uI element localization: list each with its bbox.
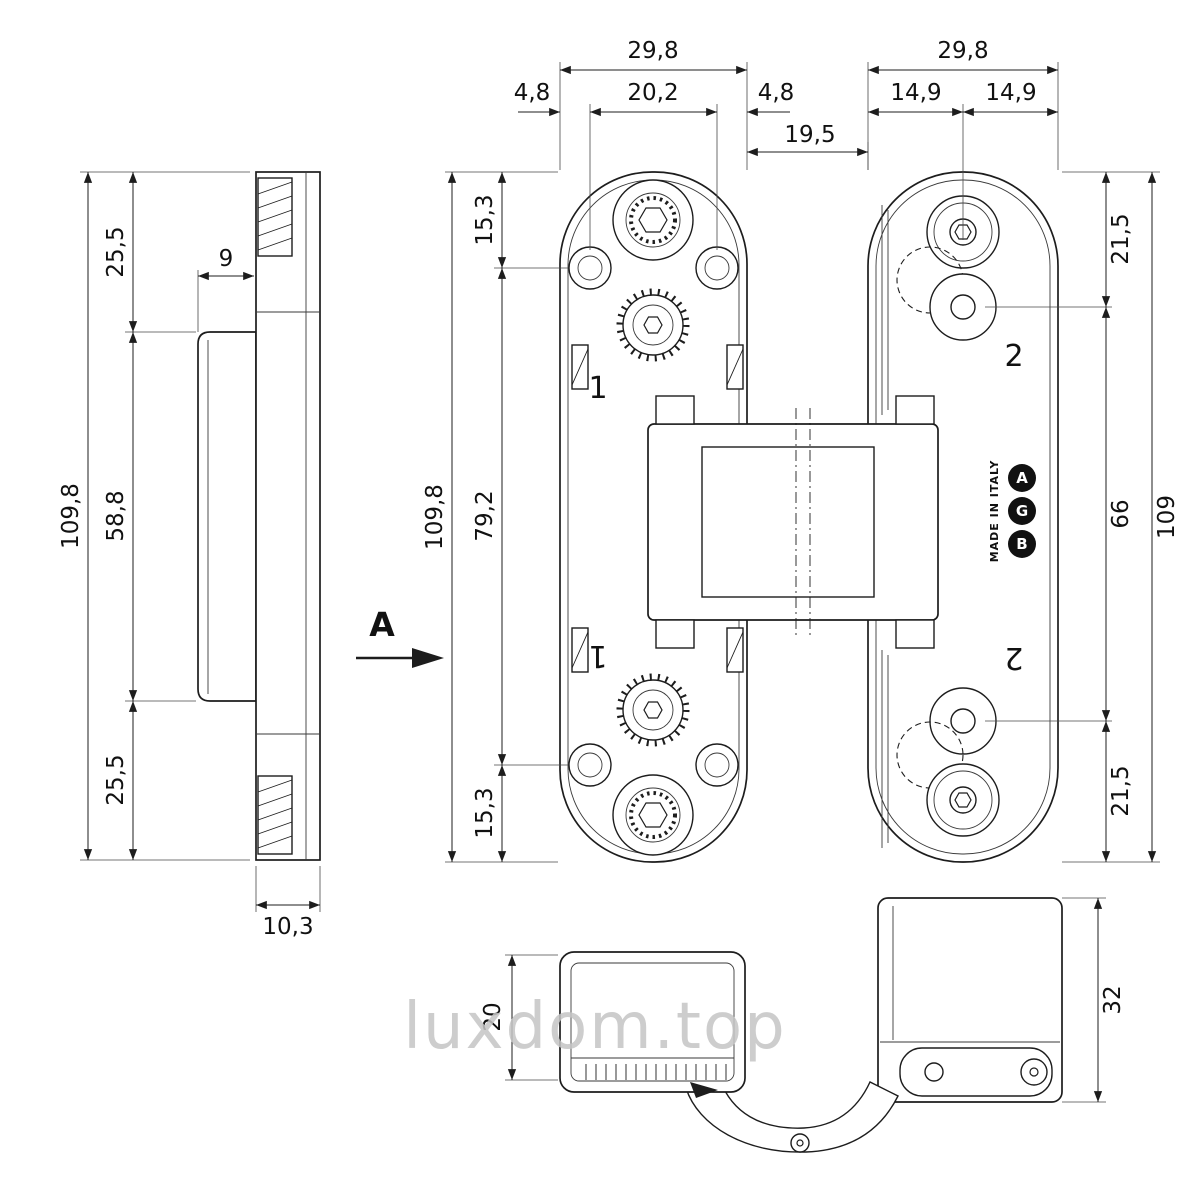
dim-door-half-right: 14,9 xyxy=(985,80,1036,106)
logo-circle-b xyxy=(1008,530,1036,558)
dim-bottom-cup-depth: 20 xyxy=(480,1002,506,1031)
pivot-link xyxy=(647,395,939,649)
dim-front-screw-height: 79,2 xyxy=(472,490,498,541)
dim-side-plate-width: 10,3 xyxy=(262,914,313,940)
dim-door-top: 21,5 xyxy=(1108,213,1134,264)
dim-front-offset-left: 4,8 xyxy=(514,80,551,106)
adjust-screw-top xyxy=(612,179,694,261)
bottom-frame-cup xyxy=(559,951,746,1093)
side-view xyxy=(197,171,321,861)
dim-bottom-body-height: 32 xyxy=(1100,985,1126,1014)
logo-circle-g xyxy=(1008,497,1036,525)
dim-side-top: 25,5 xyxy=(103,226,129,277)
dim-door-screw-span: 66 xyxy=(1108,499,1134,528)
part-number-2-top: 2 xyxy=(1004,339,1023,374)
arm-pivot-hole xyxy=(790,1133,810,1153)
fix-screw-top-right xyxy=(695,246,739,290)
link-centerlines xyxy=(795,408,811,636)
section-arrow-label: A xyxy=(369,605,395,644)
dim-door-half-left: 14,9 xyxy=(890,80,941,106)
side-view-bottom-clip xyxy=(257,775,293,855)
side-view-cup-outline xyxy=(197,331,257,702)
dim-door-width: 29,8 xyxy=(937,38,988,64)
dim-front-width: 29,8 xyxy=(627,38,678,64)
dim-side-middle: 58,8 xyxy=(103,490,129,541)
dim-front-screw-span: 20,2 xyxy=(627,80,678,106)
section-arrow-head xyxy=(412,648,444,668)
dim-front-gap: 19,5 xyxy=(784,122,835,148)
dimension-labels: 109,8 25,5 58,8 25,5 9 10,3 29,8 4,8 20,… xyxy=(58,38,1180,1032)
cup-serration xyxy=(585,1064,727,1080)
logo-letter-g: G xyxy=(1016,502,1028,520)
extension-lines xyxy=(80,62,1160,1103)
logo-letter-a: A xyxy=(1016,469,1028,487)
dim-front-bottom: 15,3 xyxy=(472,787,498,838)
watermark-text: luxdom.top xyxy=(403,990,787,1064)
dim-front-top: 15,3 xyxy=(472,194,498,245)
bottom-view xyxy=(559,897,1063,1153)
made-in-italy-label: MADE IN ITALY xyxy=(988,460,1001,563)
dim-front-offset-right: 4,8 xyxy=(758,80,795,106)
front-view-screws xyxy=(568,179,739,856)
logo-letter-b: B xyxy=(1016,535,1027,553)
dim-door-overall: 109 xyxy=(1154,495,1180,539)
dim-front-overall: 109,8 xyxy=(422,484,448,550)
side-view-top-clip xyxy=(257,177,293,257)
fix-screw-bottom-left xyxy=(568,743,612,787)
fix-screw-bottom-right xyxy=(695,743,739,787)
dim-side-bottom: 25,5 xyxy=(103,754,129,805)
side-view-plate-outline xyxy=(255,171,321,861)
adjust-screw-bottom xyxy=(612,774,694,856)
logo-circle-a xyxy=(1008,464,1036,492)
dim-door-bottom: 21,5 xyxy=(1108,765,1134,816)
dimension-lines xyxy=(83,65,1157,1102)
part-number-1-bottom: 1 xyxy=(588,638,607,673)
part-number-2-bottom: 2 xyxy=(1004,640,1023,675)
annotation-labels: 1 1 2 2 A xyxy=(356,339,1024,675)
fix-screw-top-left xyxy=(568,246,612,290)
pivot-arm xyxy=(685,1079,899,1153)
door-view-screws xyxy=(896,195,1000,837)
agb-logo: MADE IN ITALY A G B xyxy=(988,460,1036,563)
link-inner xyxy=(701,446,875,598)
dim-side-overall: 109,8 xyxy=(58,483,84,549)
dim-side-cup-depth: 9 xyxy=(219,246,234,272)
part-number-1-top: 1 xyxy=(588,371,607,406)
knuckle xyxy=(899,1047,1053,1097)
